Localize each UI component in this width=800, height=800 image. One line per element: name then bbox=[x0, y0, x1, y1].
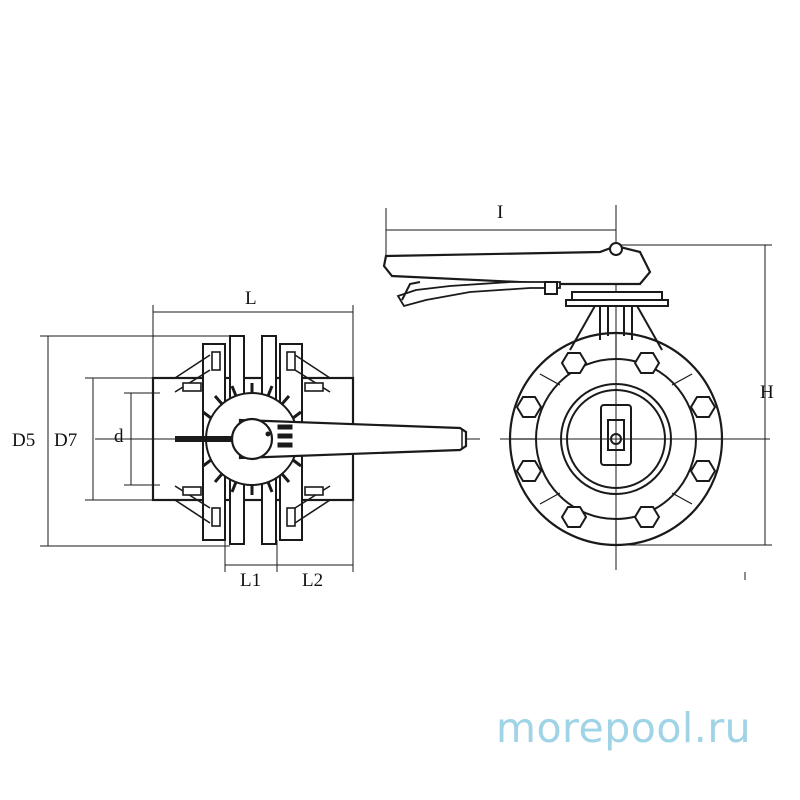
dim-label-D7: D7 bbox=[54, 430, 77, 451]
dim-label-L: L bbox=[245, 288, 257, 309]
dim-label-d: d bbox=[114, 426, 124, 447]
valve-front-view bbox=[382, 205, 770, 570]
side-view-dimensions bbox=[40, 305, 354, 572]
dim-label-I: I bbox=[497, 202, 503, 223]
dim-label-H: H bbox=[760, 382, 774, 403]
dim-label-L2: L2 bbox=[302, 570, 323, 591]
dim-label-D5: D5 bbox=[12, 430, 35, 451]
watermark-text: morepool.ru bbox=[496, 704, 752, 752]
front-view-dimensions bbox=[385, 208, 772, 580]
valve-side-view bbox=[95, 335, 480, 545]
dim-label-L1: L1 bbox=[240, 570, 261, 591]
